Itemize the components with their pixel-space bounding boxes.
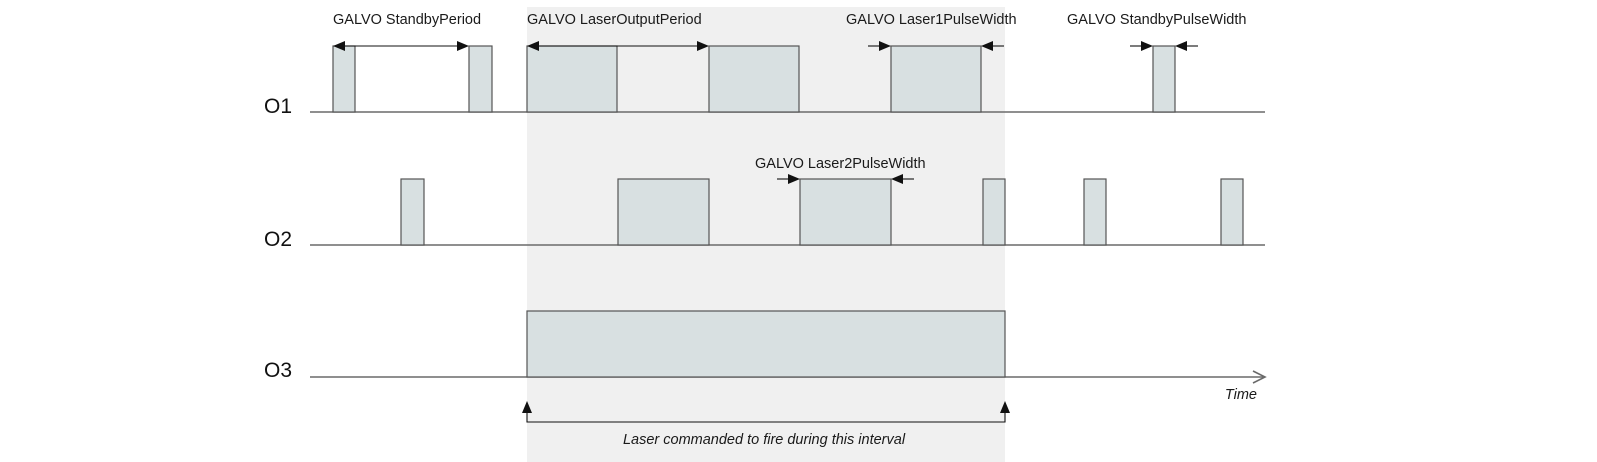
- standby-pulse-width-label: GALVO StandbyPulseWidth: [1067, 12, 1246, 28]
- time-axis-label: Time: [1225, 387, 1257, 403]
- o2-pulse: [799, 178, 892, 246]
- laser2-pulse-width-label: GALVO Laser2PulseWidth: [755, 156, 926, 172]
- o1-pulse: [332, 45, 356, 113]
- fire-interval-caption: Laser commanded to fire during this inte…: [623, 432, 906, 448]
- signal-label-o3: O3: [264, 359, 292, 382]
- o2-pulse: [617, 178, 710, 246]
- fire-interval-bracket: [522, 401, 1010, 423]
- o2-pulse: [982, 178, 1006, 246]
- standby-pulse-width-dimension: [1130, 41, 1198, 51]
- laser1-pulse-width-dimension: [868, 41, 1004, 51]
- standby-period-dimension: [333, 41, 469, 51]
- signal-label-o2: O2: [264, 228, 292, 251]
- laser1-pulse-width-label: GALVO Laser1PulseWidth: [846, 12, 1017, 28]
- standby-period-label: GALVO StandbyPeriod: [333, 12, 481, 28]
- laser-output-period-label: GALVO LaserOutputPeriod: [527, 12, 702, 28]
- o1-pulse: [1152, 45, 1176, 113]
- o1-pulse: [468, 45, 493, 113]
- signal-label-o1: O1: [264, 95, 292, 118]
- o1-pulse: [526, 45, 618, 113]
- o2-pulse: [400, 178, 425, 246]
- laser2-pulse-width-dimension: [777, 174, 914, 184]
- laser-output-period-dimension: [527, 41, 709, 51]
- o1-pulse: [890, 45, 982, 113]
- o2-pulse: [1083, 178, 1107, 246]
- o2-pulse: [1220, 178, 1244, 246]
- time-axis-arrowhead: [1252, 370, 1267, 384]
- o3-pulse: [526, 310, 1006, 378]
- o1-pulse: [708, 45, 800, 113]
